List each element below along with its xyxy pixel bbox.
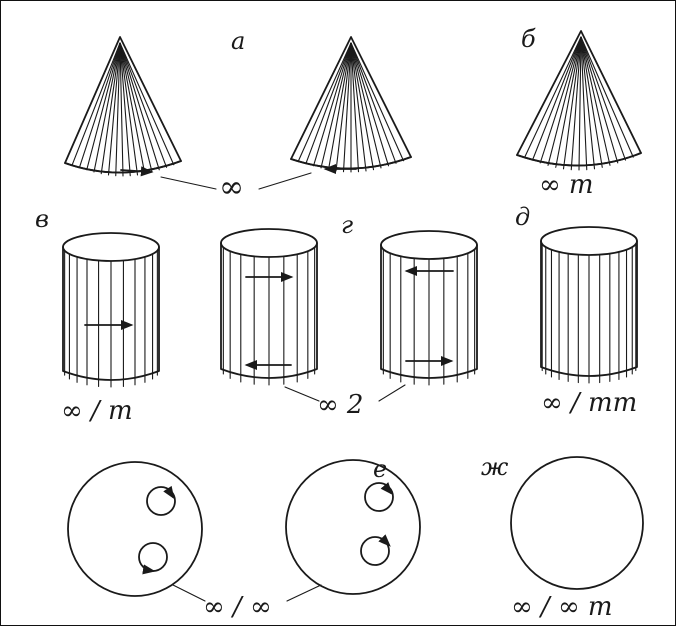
symbol-v: ∞ / m: [61, 396, 133, 426]
cylinder-g-left: [220, 228, 318, 386]
hatch-line: [119, 42, 175, 166]
label-g: г: [341, 211, 353, 239]
label-a: а: [231, 27, 245, 55]
symbol-g: ∞ 2: [317, 390, 363, 420]
symbol-b: ∞ m: [539, 170, 594, 200]
hatch-line: [100, 42, 121, 175]
label-d: д: [515, 203, 530, 231]
hatch-line: [350, 42, 375, 171]
cone-b: [516, 30, 642, 171]
label-zh: ж: [481, 453, 509, 481]
hatch-line: [119, 42, 146, 175]
hatch-line: [119, 42, 168, 168]
cone-a-left: [64, 36, 182, 177]
hatch-line: [342, 42, 352, 173]
hatch-line: [580, 36, 619, 164]
cone-a-right: [290, 36, 412, 175]
cylinder-v: [62, 232, 160, 388]
hatch-line: [119, 42, 160, 171]
symbol-d: ∞ / mm: [541, 388, 637, 418]
hatch-line: [578, 36, 582, 171]
hatch-line: [320, 42, 352, 169]
hatch-line: [107, 42, 121, 176]
hatch-line: [580, 36, 603, 168]
hatch-line: [93, 42, 121, 173]
hatch-line: [555, 36, 582, 168]
hatch-line: [350, 42, 405, 162]
label-v: в: [35, 205, 49, 233]
hatch-line: [115, 42, 121, 177]
symbol-zh: ∞ / ∞ m: [511, 592, 613, 622]
hatch-line: [119, 42, 153, 173]
symbol-e: ∞ / ∞: [203, 592, 272, 622]
hatch-line: [580, 36, 588, 171]
hatch-line: [547, 36, 582, 166]
hatch-line: [119, 42, 139, 176]
hatch-line: [539, 36, 582, 164]
hatch-line: [562, 36, 582, 170]
hatch-line: [335, 42, 352, 172]
cylinder-g-right: [380, 230, 478, 386]
hatch-line: [119, 42, 124, 177]
hatch-line: [305, 42, 352, 164]
hatch-line: [350, 42, 367, 172]
hatch-line: [580, 36, 634, 158]
hatch-line: [580, 36, 627, 161]
label-e: е: [373, 455, 387, 483]
cylinder-d: [540, 226, 638, 384]
hatch-line: [297, 42, 352, 162]
hatch-line: [350, 42, 397, 164]
disc-e-left: [67, 461, 203, 597]
hatch-line: [580, 36, 611, 166]
hatch-line: [531, 36, 582, 161]
hatch-line: [350, 42, 390, 167]
hatch-line: [570, 36, 582, 171]
disc-e-right: [285, 459, 421, 595]
hatch-line: [580, 36, 596, 170]
hatch-line: [78, 42, 121, 168]
hatch-line: [119, 42, 131, 177]
label-b: б: [521, 25, 536, 53]
hatch-line: [524, 36, 582, 158]
hatch-line: [350, 42, 382, 169]
hatch-line: [350, 42, 360, 173]
disc-zh: [510, 456, 644, 590]
hatch-line: [86, 42, 121, 171]
hatch-line: [312, 42, 352, 167]
hatch-line: [327, 42, 352, 171]
hatch-line: [71, 42, 121, 166]
symbol-a: ∞: [219, 170, 244, 205]
